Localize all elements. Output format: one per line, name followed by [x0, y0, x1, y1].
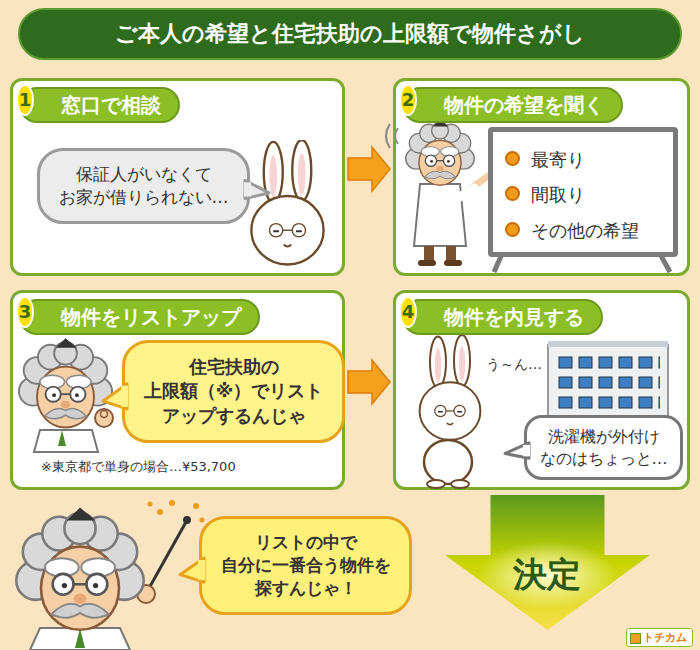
path-part [75, 628, 85, 648]
text-line: その他の希望 [531, 219, 639, 242]
footnote: ※東京都で単身の場合…¥53,700 [41, 459, 237, 475]
text-line: お家が借りられない… [59, 186, 229, 209]
g-part [148, 500, 205, 523]
bubble-tail [40, 151, 247, 221]
callout-number: 3 [16, 296, 34, 328]
bubble-text: 住宅扶助の 上限額（※）でリスト アップするんじゃ [143, 355, 324, 428]
text-line: リストの中で [255, 531, 357, 554]
line-part [148, 522, 186, 590]
text-line: 間取り [531, 183, 585, 206]
text-line: 決定 [513, 556, 581, 593]
text-line: ※東京都で単身の場合…¥53,700 [41, 459, 236, 475]
circle-part [193, 503, 199, 509]
mutter-text: う～ん… [486, 356, 543, 374]
callout-number: 1 [16, 84, 34, 116]
callout-number: 4 [399, 296, 417, 328]
speech-bubble: 洗濯機が外付け なのはちょっと… [524, 415, 683, 480]
text-line: 最寄り [531, 148, 585, 171]
step-heading: 窓口で相談 [19, 87, 180, 123]
arrow-body [445, 495, 650, 630]
bubble-tail [527, 418, 680, 477]
step-panel: 物件の希望を聞く最寄り間取りその他の希望 [393, 78, 690, 276]
wish-item: その他の希望 [531, 219, 640, 242]
bubble-text: 保証人がいなくて お家が借りられない… [58, 163, 229, 209]
text-line: トチカム [643, 630, 687, 645]
text-line: ご本人の希望と住宅扶助の上限額で物件さがし [115, 21, 585, 47]
step-heading: 物件を内見する [402, 299, 603, 335]
tail-shape [180, 558, 204, 582]
text-line: 4 [402, 298, 415, 326]
circle-part [137, 585, 155, 603]
title-text: ご本人の希望と住宅扶助の上限額で物件さがし [115, 21, 586, 47]
text-line: 物件を内見する [444, 305, 584, 329]
step-panel: 物件を内見する洗濯機が外付け なのはちょっと… [393, 290, 690, 490]
tail-join [523, 445, 530, 456]
step-heading: 物件の希望を聞く [402, 87, 623, 123]
tail-shape [245, 180, 269, 198]
text-line: 自分に一番合う物件を [221, 554, 391, 577]
text-line: なのはちょっと… [540, 448, 668, 470]
flow-arrow [348, 360, 390, 404]
path-part [30, 628, 130, 650]
text-line: 洗濯機が外付け [548, 426, 660, 448]
text-line: 探すんじゃ！ [255, 577, 357, 600]
text-line: 2 [402, 86, 415, 114]
use-part [16, 508, 143, 630]
whiteboard: 最寄り間取りその他の希望 [488, 127, 678, 257]
bubble-text: 洗濯機が外付け なのはちょっと… [539, 426, 668, 469]
tail-join [244, 182, 251, 196]
circle-part [148, 502, 153, 507]
speech-bubble: 住宅扶助の 上限額（※）でリスト アップするんじゃ [122, 340, 345, 443]
bubble-text: リストの中で 自分に一番合う物件を 探すんじゃ！ [220, 531, 391, 600]
logo-text: トチカム [626, 628, 693, 647]
text-line: う～ん… [486, 356, 542, 374]
tail-join [198, 560, 205, 580]
circle-part [200, 518, 205, 523]
result-text: 決定 [513, 556, 582, 593]
tail-join [121, 386, 128, 407]
wish-item: 間取り [531, 183, 586, 206]
professor-pointing [16, 500, 204, 650]
callout-number: 2 [399, 84, 417, 116]
step-panel: 物件をリストアップ ※東京都で単身の場合…¥53,700 住宅扶助の 上限額（※）で… [10, 290, 345, 490]
wish-item: 最寄り [531, 148, 586, 171]
text-line: 物件をリストアップ [61, 305, 241, 329]
tail-shape [505, 443, 529, 458]
tail-shape [103, 384, 127, 409]
circle-part [169, 500, 175, 506]
speech-bubble: 保証人がいなくて お家が借りられない… [37, 148, 250, 224]
circle-part [157, 509, 163, 515]
speech-bubble: リストの中で 自分に一番合う物件を 探すんじゃ！ [199, 516, 412, 615]
text-line: 1 [19, 86, 32, 114]
text-line: 住宅扶助の [189, 355, 279, 379]
text-line: アップするんじゃ [162, 404, 306, 428]
circle-part [183, 516, 191, 524]
text-line: 窓口で相談 [61, 93, 161, 117]
title-band: ご本人の希望と住宅扶助の上限額で物件さがし [18, 8, 682, 60]
text-line: 物件の希望を聞く [444, 93, 604, 117]
text-line: 3 [19, 298, 32, 326]
result-arrow: 決定 [445, 495, 650, 630]
step-panel: 窓口で相談保証人がいなくて お家が借りられない… [10, 78, 345, 276]
flow-arrow [348, 147, 390, 191]
text-line: 上限額（※）でリスト [144, 379, 324, 403]
glow [478, 541, 618, 609]
text-line: 保証人がいなくて [76, 163, 212, 186]
step-heading: 物件をリストアップ [19, 299, 260, 335]
